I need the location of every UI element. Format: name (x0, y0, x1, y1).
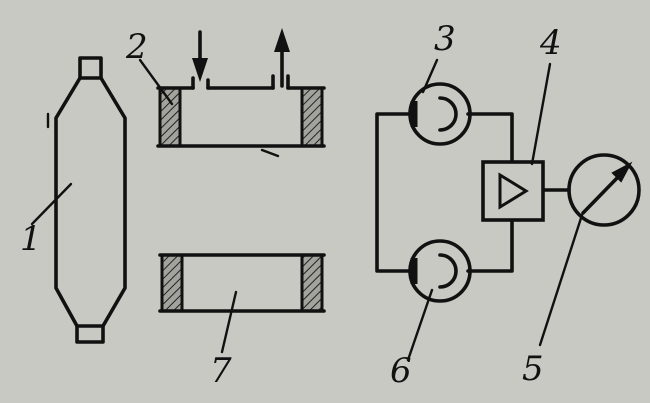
label-photocell-bottom: 6 (390, 351, 412, 391)
label-photocell-top: 3 (434, 19, 456, 59)
label-reference-cell: 7 (210, 351, 232, 391)
label-gas-cell: 2 (125, 27, 148, 67)
gas-cell-right-window (300, 86, 324, 148)
label-tube: 1 (20, 219, 42, 259)
circuit-wiring (375, 112, 571, 273)
gas-inlet-arrow (192, 30, 208, 82)
label-meter: 5 (522, 349, 544, 389)
photocell-bottom (406, 239, 472, 362)
reference-cell-right-window (300, 253, 324, 313)
photocell-top (408, 58, 472, 146)
gas-cell-left-window (158, 86, 182, 148)
meter (538, 153, 641, 347)
gas-cell (138, 28, 326, 158)
label-amplifier: 4 (539, 23, 562, 63)
gas-outlet-arrow (274, 28, 290, 88)
discharge-tube (30, 56, 127, 344)
amplifier (481, 62, 552, 222)
reference-cell (158, 253, 326, 354)
reference-cell-left-window (160, 253, 184, 313)
